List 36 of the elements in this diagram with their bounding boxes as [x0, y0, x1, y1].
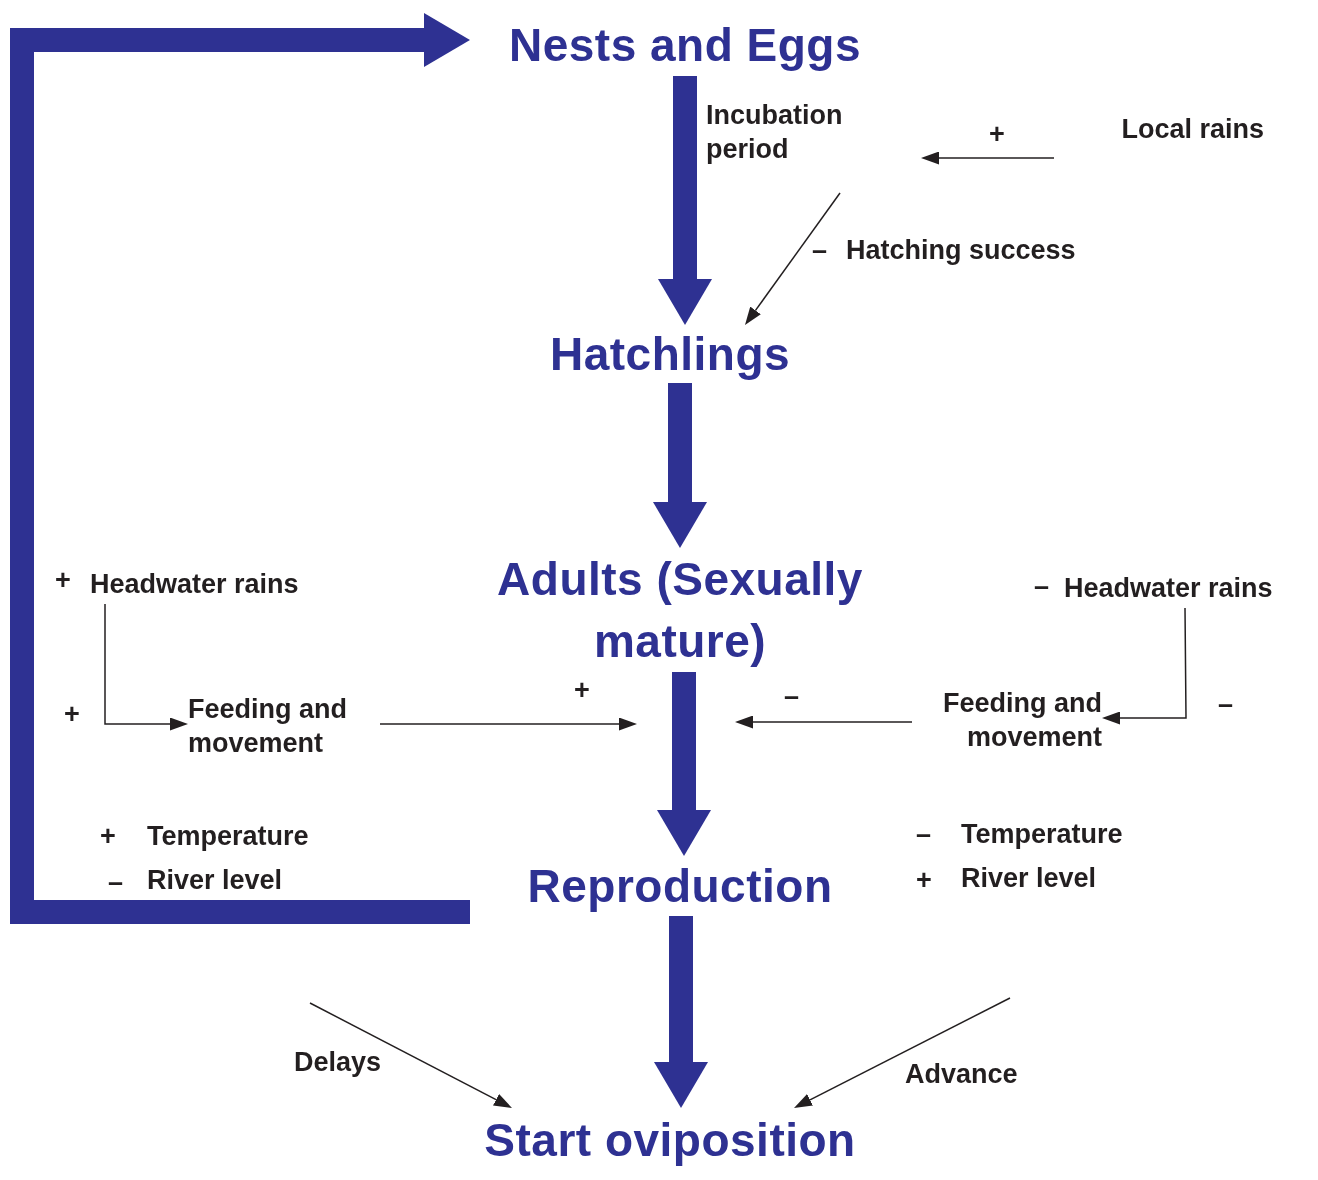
stage-title: Adults (Sexually mature)	[496, 552, 864, 669]
factor-label: Headwater rains	[1064, 572, 1273, 605]
arrow	[309, 1002, 512, 1108]
factor-label: Hatching success	[846, 234, 1076, 266]
factor-label: +	[100, 820, 116, 852]
factor-label: Local rains	[1121, 113, 1264, 146]
block-arrow	[654, 916, 708, 1108]
factor-label: River level	[961, 862, 1097, 894]
arrow	[921, 151, 1055, 165]
factor-label: Temperature	[961, 818, 1123, 850]
factor-label: +	[55, 564, 71, 596]
stage-title: Start oviposition	[484, 1113, 856, 1168]
factor-label: Feeding and movement	[188, 693, 348, 760]
block-arrow	[10, 13, 470, 924]
block-arrow	[658, 76, 712, 325]
factor-label: Feeding and movement	[942, 687, 1102, 754]
factor-label: River level	[147, 864, 283, 896]
block-arrow	[653, 383, 707, 548]
factor-label: –	[812, 234, 828, 266]
arrow	[735, 715, 913, 729]
factor-label: Temperature	[147, 820, 309, 852]
factor-label: –	[1034, 570, 1050, 602]
stage-title: Hatchlings	[549, 327, 791, 382]
arrow	[794, 997, 1011, 1108]
block-arrow	[657, 672, 711, 856]
stage-title: Reproduction	[527, 859, 833, 914]
factor-label: +	[916, 864, 932, 896]
factor-label: –	[916, 818, 932, 850]
factor-label: Headwater rains	[90, 568, 299, 601]
arrow	[745, 192, 841, 325]
factor-label: Incubation period	[706, 99, 844, 166]
stage-title: Nests and Eggs	[508, 18, 862, 73]
arrow	[379, 717, 637, 731]
arrow	[1102, 607, 1187, 725]
factor-label: –	[108, 866, 124, 898]
arrow	[104, 603, 188, 731]
